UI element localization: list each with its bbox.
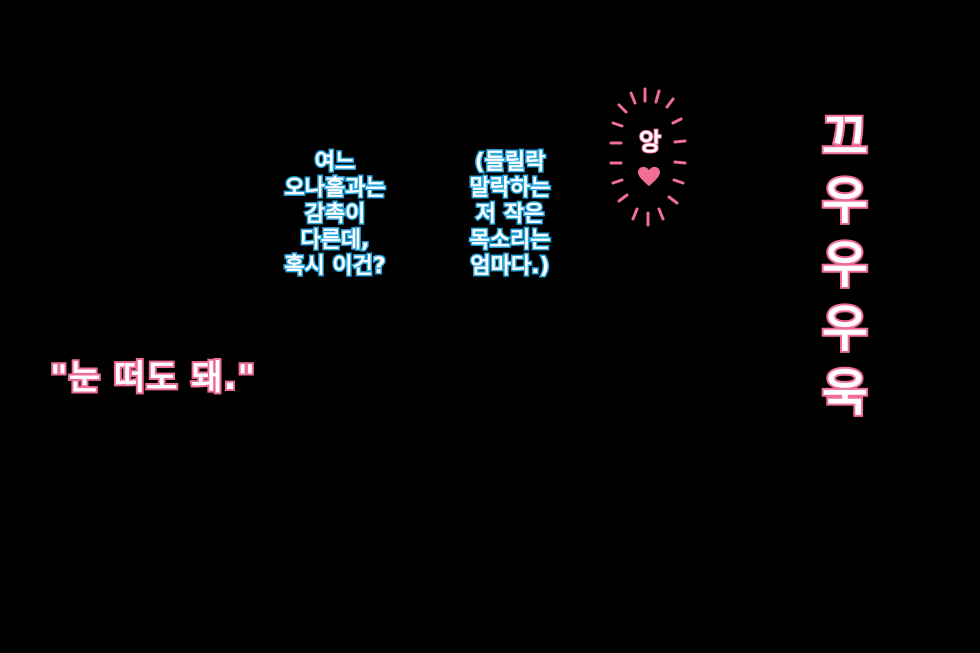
caption-middle-line: (들릴락 bbox=[473, 149, 547, 177]
emphasis-burst-lines bbox=[609, 87, 687, 227]
caption-left-line: 여느 bbox=[313, 149, 356, 177]
sound-effect-char: 끄 bbox=[820, 106, 870, 168]
caption-middle-line: 목소리는 bbox=[468, 227, 552, 255]
caption-left-line: 혹시 이건? bbox=[283, 253, 387, 281]
heart-icon bbox=[638, 166, 660, 187]
burst-moan-text: 앙 bbox=[638, 127, 662, 157]
caption-left-line: 오나홀과는 bbox=[283, 175, 387, 203]
caption-left: 여느 오나홀과는 감촉이 다른데, 혹시 이건? bbox=[265, 149, 405, 281]
caption-middle-line: 저 작은 bbox=[474, 201, 545, 229]
dialogue-quote: "눈 떠도 돼." bbox=[48, 356, 257, 400]
sound-effect-char: 우 bbox=[820, 170, 870, 232]
sound-effect-char: 우 bbox=[820, 298, 870, 360]
sound-effect-vertical: 끄 우 우 우 욱 bbox=[810, 105, 880, 425]
caption-left-line: 감촉이 bbox=[303, 201, 367, 229]
caption-middle-line: 엄마다.) bbox=[469, 253, 551, 281]
sound-effect-char: 우 bbox=[820, 234, 870, 296]
caption-left-line: 다른데, bbox=[299, 227, 371, 255]
caption-middle: (들릴락 말락하는 저 작은 목소리는 엄마다.) bbox=[440, 149, 580, 281]
caption-middle-line: 말락하는 bbox=[468, 175, 552, 203]
sound-effect-char: 욱 bbox=[820, 362, 870, 424]
